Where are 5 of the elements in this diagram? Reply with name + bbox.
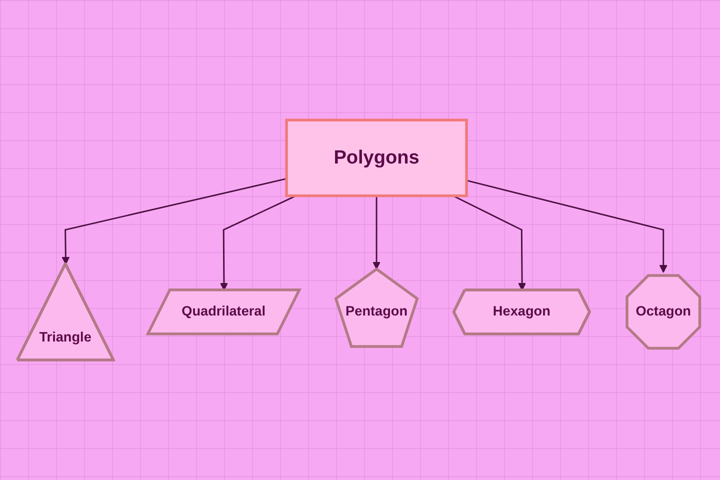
arrow [62, 178, 287, 265]
arrow [452, 195, 526, 291]
node-box: Polygons [285, 118, 468, 198]
arrow [466, 180, 668, 273]
arrow [372, 196, 381, 270]
